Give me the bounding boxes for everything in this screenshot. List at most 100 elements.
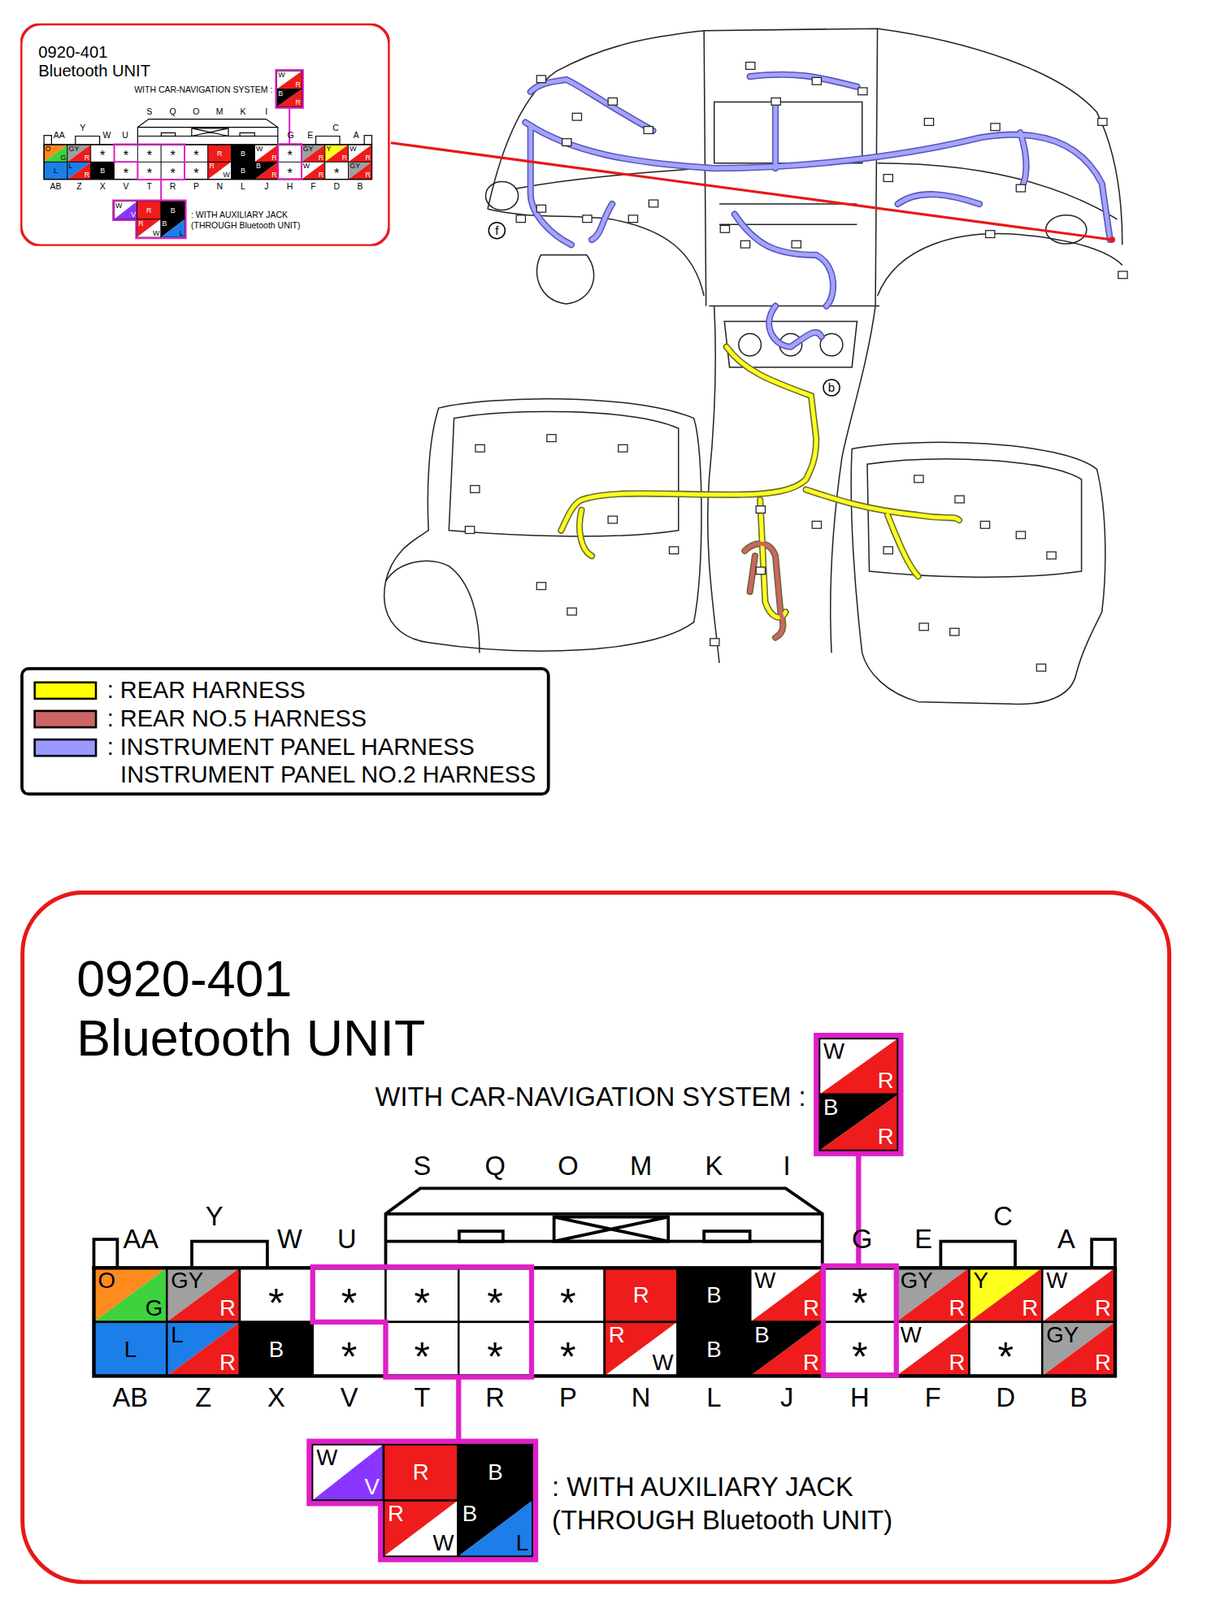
cell-border xyxy=(93,1267,167,1323)
wire-color-fill xyxy=(1042,1322,1116,1377)
wire-color: R xyxy=(146,206,152,214)
wire-color: GY xyxy=(69,144,80,152)
cell-border xyxy=(1042,1322,1116,1377)
harness-connector xyxy=(990,123,1000,131)
wire-color: B xyxy=(487,1461,503,1485)
wire-color-fill xyxy=(184,144,209,162)
cell-border xyxy=(93,1322,167,1377)
housing-bracket xyxy=(316,135,340,144)
harness-connector xyxy=(811,77,821,85)
harness-connector xyxy=(668,547,678,555)
wire-color-fill xyxy=(184,161,209,179)
wire-color-fill xyxy=(91,161,115,179)
pin-cell xyxy=(137,200,161,219)
unused-pin: * xyxy=(123,165,129,179)
wire-color-fill xyxy=(604,1322,678,1377)
cell-border xyxy=(137,218,161,237)
unused-pin: * xyxy=(147,165,152,179)
wire-color: GY xyxy=(900,1270,934,1294)
pin-cell xyxy=(819,1094,899,1151)
instrument-panel-harness xyxy=(530,127,572,245)
option-note: : WITH AUXILIARY JACK (THROUGH Bluetooth… xyxy=(191,209,309,231)
housing-detail xyxy=(459,1231,504,1242)
pin-cell xyxy=(137,218,161,237)
cell-border xyxy=(969,1322,1043,1377)
cell-border xyxy=(312,1322,387,1377)
pin-cell xyxy=(161,144,186,162)
cell-border xyxy=(896,1322,970,1377)
pin-cell xyxy=(208,161,232,179)
connector-housing xyxy=(138,118,278,144)
wire-color: G xyxy=(145,1298,163,1321)
wire-color: R xyxy=(318,171,324,179)
unit-name: Bluetooth UNIT xyxy=(76,1012,426,1064)
instrument-panel-harness xyxy=(775,102,1027,190)
wire-color: B xyxy=(256,162,261,170)
wire-color-fill xyxy=(325,144,349,162)
pin-cell xyxy=(43,144,68,162)
unit-code: 0920-401 xyxy=(76,954,292,1006)
wire-color-fill xyxy=(1042,1267,1116,1323)
cell-border xyxy=(184,144,209,162)
wire-color: R xyxy=(608,1324,626,1347)
pin-letter: X xyxy=(99,182,106,191)
pin-cell xyxy=(91,144,115,162)
pin-cell xyxy=(383,1501,459,1558)
housing-lock xyxy=(554,1217,669,1242)
wire-color-fill xyxy=(531,1267,605,1323)
cell-border xyxy=(896,1267,970,1323)
unused-pin: * xyxy=(851,1281,869,1323)
harness-connector xyxy=(475,444,485,452)
wire-color-fill xyxy=(137,218,161,237)
cell-border xyxy=(604,1267,678,1323)
harness-connector xyxy=(924,118,934,126)
harness-connector xyxy=(464,526,474,535)
wire-color: W xyxy=(152,229,160,237)
harness-connector xyxy=(648,199,658,208)
cell-border xyxy=(166,1322,240,1377)
callout-frame xyxy=(22,892,1170,1583)
pin-cell xyxy=(184,144,209,162)
pin-cell xyxy=(896,1322,970,1377)
wire-color: L xyxy=(516,1532,529,1555)
wire-color: R xyxy=(1094,1351,1112,1375)
pin-letter: N xyxy=(217,182,224,191)
cell-border xyxy=(277,70,303,89)
instrument-panel-harness xyxy=(750,74,858,87)
wire-color: R xyxy=(877,1070,895,1094)
pin-cell xyxy=(604,1322,678,1377)
housing-tab xyxy=(93,1239,118,1268)
cell-border xyxy=(531,1267,605,1323)
wire-color-fill xyxy=(896,1267,970,1323)
pin-cell xyxy=(677,1267,752,1323)
wire-color: W xyxy=(316,1446,338,1470)
legend-swatch xyxy=(33,709,97,729)
wire-color-fill xyxy=(383,1501,459,1558)
wire-color-fill xyxy=(750,1322,824,1377)
wire-color-fill xyxy=(277,88,303,107)
housing-detail xyxy=(161,132,176,136)
wire-color-fill xyxy=(43,144,68,162)
legend-row: : REAR HARNESS xyxy=(33,676,574,704)
cell-border xyxy=(383,1444,459,1501)
housing-lock xyxy=(191,127,229,136)
option-note: : WITH AUXILIARY JACK (THROUGH Bluetooth… xyxy=(551,1470,920,1537)
unused-pin: * xyxy=(414,1281,431,1323)
cell-border xyxy=(277,88,303,107)
harness-connector xyxy=(607,98,617,106)
harness-connector xyxy=(572,112,582,121)
wire-color: W xyxy=(256,144,263,152)
cell-border xyxy=(114,200,138,219)
wire-color: B xyxy=(240,166,246,174)
pin-cell xyxy=(677,1322,752,1377)
wire-color-fill xyxy=(67,161,92,179)
wire-color-fill xyxy=(819,1038,899,1095)
pin-cell xyxy=(348,144,373,162)
wire-color: W xyxy=(278,71,286,79)
unused-pin: * xyxy=(341,1281,358,1323)
rear-harness xyxy=(806,490,960,522)
cell-border xyxy=(325,144,349,162)
wire-color: R xyxy=(803,1298,820,1321)
legend-text: : INSTRUMENT PANEL HARNESS INSTRUMENT PA… xyxy=(107,733,575,790)
cell-border xyxy=(385,1267,459,1323)
